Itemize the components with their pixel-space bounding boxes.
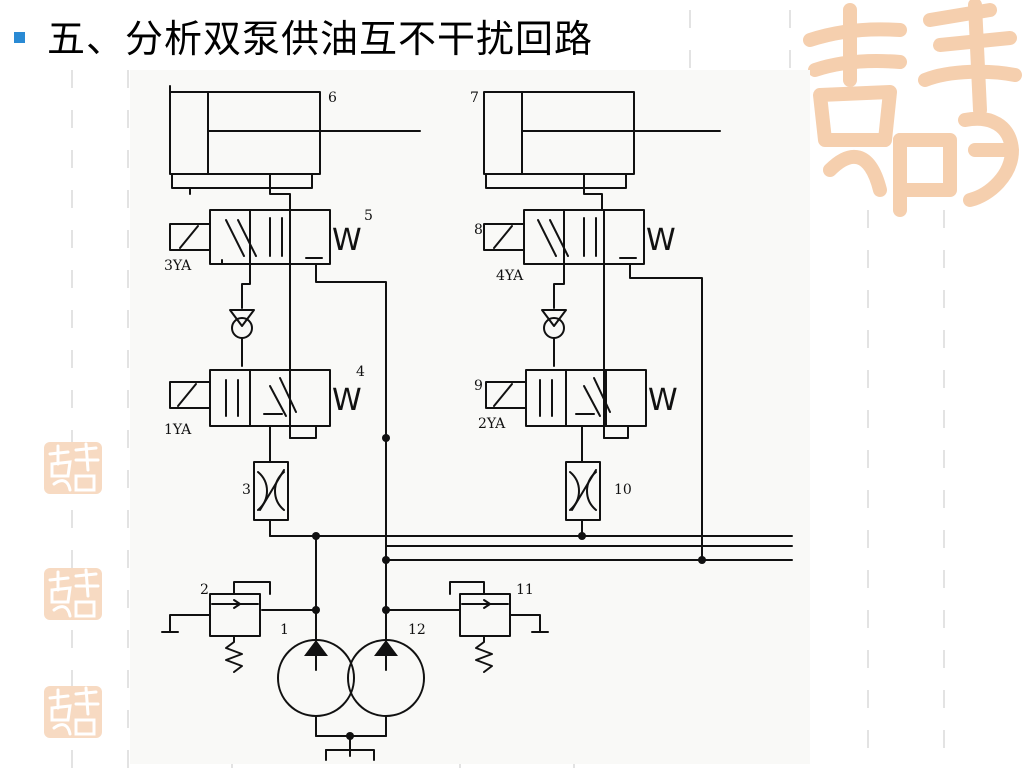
cylinder-left: [169, 85, 421, 189]
label-relief-11: 11: [516, 582, 534, 598]
relief-valve-left: [161, 581, 317, 673]
label-3ya: 3YA: [164, 258, 192, 274]
hydraulic-circuit-diagram: 6 7 5 8 4 9 3 10 2 11 1 12 3YA 4YA 1YA 2…: [130, 70, 810, 764]
valve-8: [483, 209, 645, 265]
seal-calligraphy-icon: [803, 0, 1022, 217]
throttle-left: [253, 425, 289, 537]
check-valve-left: [229, 263, 255, 367]
label-pump-12: 12: [408, 622, 426, 638]
label-4ya: 4YA: [496, 268, 524, 284]
slide-title: 五、分析双泵供油互不干扰回路: [47, 16, 594, 61]
throttle-right: [565, 425, 601, 537]
spring-symbol-valve-9: W: [648, 383, 678, 418]
spring-symbol-valve-4: W: [332, 383, 362, 418]
label-throttle-10: 10: [614, 482, 632, 498]
spring-symbol-valve-8: W: [646, 223, 676, 258]
valve-5: [169, 209, 331, 265]
label-2ya: 2YA: [478, 416, 506, 432]
label-pump-1: 1: [280, 622, 289, 638]
title-row: 五、分析双泵供油互不干扰回路: [14, 8, 593, 62]
seal-small-icon: [44, 568, 102, 620]
label-valve-5: 5: [364, 208, 373, 224]
label-cyl-right: 7: [470, 90, 479, 106]
seal-small-icon: [44, 442, 102, 494]
spring-symbol-valve-5: W: [332, 223, 362, 258]
label-throttle-3: 3: [242, 482, 251, 498]
check-valve-right: [541, 263, 567, 367]
bullet-icon: [14, 31, 25, 43]
relief-valve-right: [385, 581, 549, 673]
valve-9: [485, 369, 647, 439]
seal-small-icon: [44, 686, 102, 738]
cylinder-right: [483, 91, 721, 189]
label-valve-9: 9: [474, 378, 483, 394]
valve-4: [169, 369, 331, 439]
label-relief-2: 2: [200, 582, 209, 598]
label-valve-4: 4: [356, 364, 365, 380]
label-1ya: 1YA: [164, 422, 192, 438]
label-cyl-left: 6: [328, 90, 337, 106]
label-valve-8: 8: [474, 222, 483, 238]
